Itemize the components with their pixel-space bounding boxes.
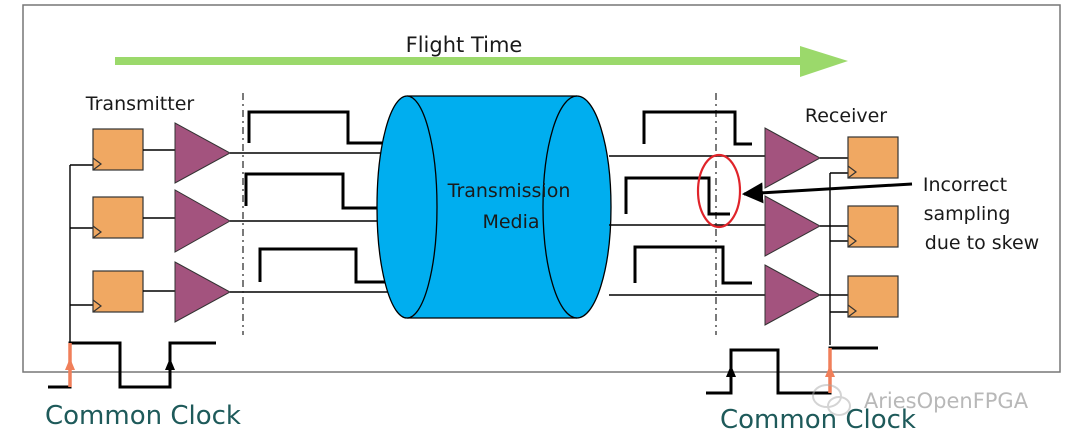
- buffer-triangle-icon: [764, 264, 822, 326]
- transmitter-clock-tree: [69, 164, 93, 345]
- buffer-triangle-icon: [174, 122, 232, 184]
- transmitter-flip-flops: [92, 128, 144, 313]
- tx-pulse-3: [258, 247, 385, 284]
- diagram-border: [22, 4, 1061, 373]
- transmitter-buffers: [174, 122, 232, 323]
- flight-time-label: Flight Time: [406, 33, 523, 57]
- buffer-triangle-icon: [174, 189, 232, 253]
- media-label-line2: Media: [482, 211, 539, 233]
- wechat-logo-icon: [812, 384, 851, 416]
- buffer-triangle-icon: [174, 261, 232, 323]
- media-label-line1: Transmission: [447, 180, 571, 202]
- tx-pulse-2: [244, 172, 385, 210]
- watermark-text: AriesOpenFPGA: [864, 389, 1029, 413]
- rx-buffer-to-ff-wires: [820, 157, 848, 296]
- transmitter-label: Transmitter: [85, 93, 195, 115]
- annotation-line-2: sampling: [924, 203, 1011, 225]
- skew-annotation-arrow: [741, 182, 913, 204]
- buffer-triangle-icon: [764, 127, 822, 189]
- annotation-line-1: Incorrect: [923, 174, 1007, 196]
- receiver-flip-flops: [847, 136, 899, 318]
- skew-highlight-circle: [696, 153, 742, 229]
- tx-pulses: [244, 110, 385, 284]
- annotation-line-3: due to skew: [925, 232, 1039, 254]
- receiver-buffers: [764, 127, 822, 326]
- cylinder-icon: [376, 95, 612, 319]
- tx-ff-to-buffer-wires: [143, 149, 175, 292]
- receiver-clock-tree: [829, 172, 848, 345]
- buffer-triangle-icon: [764, 195, 822, 257]
- rx-pulse-3: [633, 245, 752, 285]
- rx-pulse-1: [642, 110, 752, 146]
- flip-flop-icon: [847, 275, 899, 318]
- right-clock-label: Common Clock: [720, 405, 916, 435]
- left-clock-label: Common Clock: [45, 401, 241, 431]
- left-clock-waveform: [48, 341, 216, 389]
- right-clock-waveform: [706, 346, 878, 395]
- flip-flop-icon: [92, 270, 144, 313]
- flip-flop-icon: [92, 128, 144, 171]
- rx-wires: [609, 155, 765, 296]
- rx-pulse-2: [624, 176, 730, 216]
- flip-flop-icon: [847, 136, 899, 179]
- flip-flop-icon: [847, 205, 899, 248]
- rx-pulses: [624, 110, 752, 285]
- flip-flop-icon: [92, 196, 144, 239]
- tx-wires: [230, 152, 395, 293]
- flight-time-arrow: [115, 46, 848, 77]
- tx-pulse-1: [247, 110, 385, 145]
- receiver-label: Receiver: [805, 105, 887, 127]
